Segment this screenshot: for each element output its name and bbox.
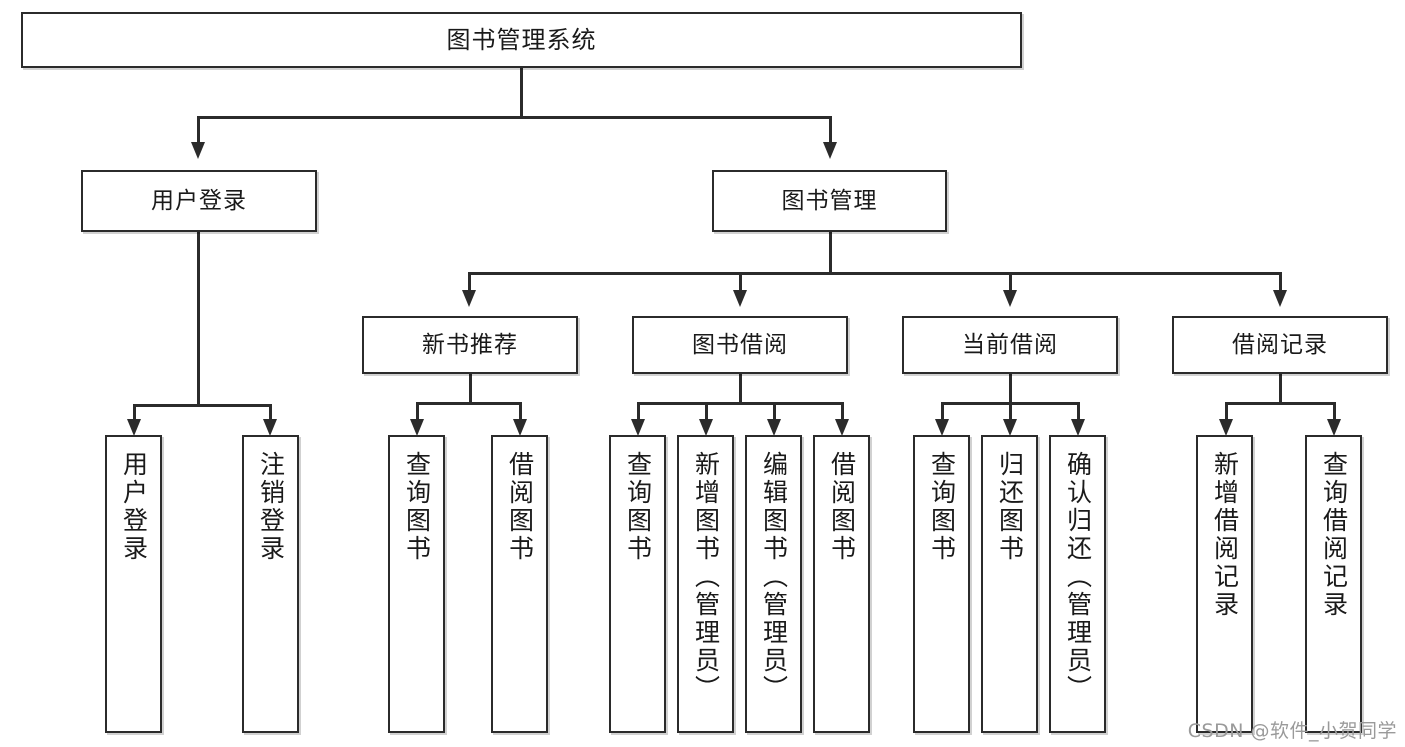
node-leaf-query-book-2[interactable]: 查询图书 xyxy=(609,435,666,733)
connector-borrow-record-to-leaf-2 xyxy=(1333,402,1336,424)
connector-borrow-record-to-leaf-1 xyxy=(1225,402,1228,424)
node-user-login[interactable]: 用户登录 xyxy=(81,170,317,232)
arrowhead-book-borrow-to-leaf-4 xyxy=(835,419,849,436)
arrowhead-borrow-record-to-leaf-1 xyxy=(1219,419,1233,436)
connector-to-current-borrow xyxy=(1009,272,1012,294)
node-label: 图书管理系统 xyxy=(446,26,597,54)
arrowhead-root-to-book-management xyxy=(823,142,837,159)
node-leaf-add-book[interactable]: 新增图书（管理员） xyxy=(677,435,734,733)
connector-user-login-to-leaf-2 xyxy=(269,404,272,424)
node-label: 查询图书 xyxy=(623,451,653,563)
connector-user-login-stem xyxy=(197,232,200,406)
arrowhead-user-login-to-leaf-2 xyxy=(263,419,277,436)
connector-root-to-book-management xyxy=(829,116,832,146)
node-label: 当前借阅 xyxy=(962,331,1058,358)
arrowhead-root-to-user-login xyxy=(191,142,205,159)
node-label: 查询借阅记录 xyxy=(1319,451,1349,619)
csdn-watermark: CSDN @软件_小贺同学 xyxy=(1187,720,1397,742)
connector-to-new-book-recommend xyxy=(468,272,471,294)
connector-book-borrow-to-leaf-1 xyxy=(637,402,640,424)
connector-book-borrow-stem xyxy=(739,374,742,404)
node-label: 用户登录 xyxy=(151,187,247,214)
node-leaf-edit-book[interactable]: 编辑图书（管理员） xyxy=(745,435,802,733)
node-label: 归还图书 xyxy=(995,451,1025,563)
arrowhead-to-book-borrow xyxy=(733,290,747,307)
node-leaf-logout[interactable]: 注销登录 xyxy=(242,435,299,733)
arrowhead-to-current-borrow xyxy=(1003,290,1017,307)
node-label: 借阅记录 xyxy=(1232,331,1328,358)
arrowhead-new-book-recommend-to-leaf-2 xyxy=(513,419,527,436)
connector-user-login-to-leaf-1 xyxy=(133,404,136,424)
connector-user-login-bus xyxy=(133,404,269,407)
arrowhead-to-borrow-record xyxy=(1273,290,1287,307)
node-leaf-user-login[interactable]: 用户登录 xyxy=(105,435,162,733)
node-label: 查询图书 xyxy=(402,451,432,563)
node-label: 图书借阅 xyxy=(692,331,788,358)
node-label: 借阅图书 xyxy=(505,451,535,563)
connector-root-to-user-login xyxy=(197,116,200,146)
node-current-borrow[interactable]: 当前借阅 xyxy=(902,316,1118,374)
arrowhead-user-login-to-leaf-1 xyxy=(127,419,141,436)
connector-book-borrow-to-leaf-2 xyxy=(705,402,708,424)
node-leaf-borrow-book-2[interactable]: 借阅图书 xyxy=(813,435,870,733)
node-new-book-recommend[interactable]: 新书推荐 xyxy=(362,316,578,374)
node-leaf-confirm-return[interactable]: 确认归还（管理员） xyxy=(1049,435,1106,733)
node-label: 用户登录 xyxy=(119,451,149,563)
connector-borrow-record-stem xyxy=(1279,374,1282,404)
connector-root-stem xyxy=(520,68,523,118)
node-label: 新书推荐 xyxy=(422,331,518,358)
node-book-management[interactable]: 图书管理 xyxy=(712,170,947,232)
connector-to-borrow-record xyxy=(1279,272,1282,294)
arrowhead-current-borrow-to-leaf-3 xyxy=(1071,419,1085,436)
node-label: 确认归还（管理员） xyxy=(1063,451,1093,703)
arrowhead-book-borrow-to-leaf-1 xyxy=(631,419,645,436)
node-leaf-return-book[interactable]: 归还图书 xyxy=(981,435,1038,733)
arrowhead-current-borrow-to-leaf-2 xyxy=(1003,419,1017,436)
node-leaf-add-record[interactable]: 新增借阅记录 xyxy=(1196,435,1253,733)
connector-current-borrow-to-leaf-3 xyxy=(1077,402,1080,424)
arrowhead-borrow-record-to-leaf-2 xyxy=(1327,419,1341,436)
connector-root-bus xyxy=(197,116,832,119)
connector-borrow-record-bus xyxy=(1225,402,1335,405)
node-label: 新增图书（管理员） xyxy=(691,451,721,703)
node-label: 借阅图书 xyxy=(827,451,857,563)
arrowhead-book-borrow-to-leaf-2 xyxy=(699,419,713,436)
connector-current-borrow-stem xyxy=(1009,374,1012,404)
arrowhead-to-new-book-recommend xyxy=(462,290,476,307)
connector-new-book-recommend-to-leaf-1 xyxy=(416,402,419,424)
node-leaf-borrow-book-1[interactable]: 借阅图书 xyxy=(491,435,548,733)
node-label: 注销登录 xyxy=(256,451,286,563)
node-book-borrow[interactable]: 图书借阅 xyxy=(632,316,848,374)
node-label: 新增借阅记录 xyxy=(1210,451,1240,619)
arrowhead-book-borrow-to-leaf-3 xyxy=(767,419,781,436)
node-label: 编辑图书（管理员） xyxy=(759,451,789,703)
connector-to-book-borrow xyxy=(739,272,742,294)
connector-current-borrow-to-leaf-1 xyxy=(941,402,944,424)
arrowhead-new-book-recommend-to-leaf-1 xyxy=(410,419,424,436)
node-borrow-record[interactable]: 借阅记录 xyxy=(1172,316,1388,374)
connector-book-borrow-to-leaf-4 xyxy=(841,402,844,424)
node-leaf-query-book-3[interactable]: 查询图书 xyxy=(913,435,970,733)
connector-current-borrow-to-leaf-2 xyxy=(1009,402,1012,424)
node-root-book-management-system[interactable]: 图书管理系统 xyxy=(21,12,1022,68)
connector-book-borrow-bus xyxy=(637,402,841,405)
connector-book-management-stem xyxy=(829,232,832,274)
connector-new-book-recommend-stem xyxy=(469,374,472,404)
connector-new-book-recommend-to-leaf-2 xyxy=(519,402,522,424)
node-label: 查询图书 xyxy=(927,451,957,563)
arrowhead-current-borrow-to-leaf-1 xyxy=(935,419,949,436)
node-leaf-query-book-1[interactable]: 查询图书 xyxy=(388,435,445,733)
node-label: 图书管理 xyxy=(781,187,878,214)
connector-level3-bus xyxy=(468,272,1280,275)
connector-book-borrow-to-leaf-3 xyxy=(773,402,776,424)
connector-new-book-recommend-bus xyxy=(416,402,522,405)
node-leaf-query-record[interactable]: 查询借阅记录 xyxy=(1305,435,1362,733)
